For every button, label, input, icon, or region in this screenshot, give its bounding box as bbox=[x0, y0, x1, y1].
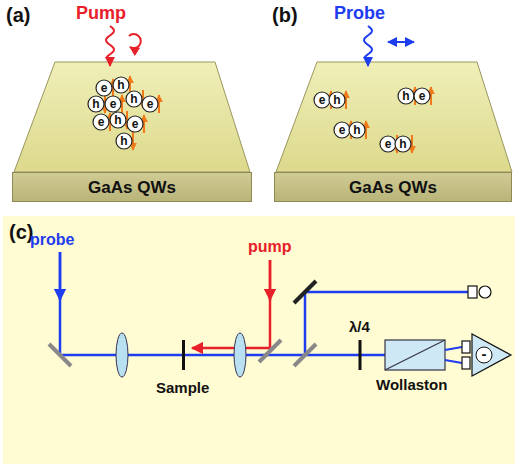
prism-interface bbox=[385, 340, 445, 370]
reference-beam bbox=[305, 291, 468, 294]
carrier-letter: e bbox=[419, 90, 426, 102]
part-name: λ/4 bbox=[349, 319, 370, 336]
pump-beam bbox=[192, 347, 270, 350]
carrier-circle: h bbox=[348, 121, 366, 139]
carrier-letter: e bbox=[110, 98, 117, 110]
part-name: Sample bbox=[156, 380, 209, 397]
carrier-letter: h bbox=[333, 94, 340, 106]
subtractor bbox=[476, 347, 492, 363]
split-beam bbox=[445, 347, 462, 350]
wave-head bbox=[367, 58, 369, 66]
carrier-circle: e bbox=[379, 135, 397, 153]
carrier-circle: h bbox=[397, 87, 415, 105]
carrier-letter: h bbox=[92, 98, 99, 110]
light-wave bbox=[106, 26, 114, 58]
linear-polarization bbox=[388, 41, 414, 43]
circular-polarization bbox=[129, 34, 141, 48]
carrier-letter: e bbox=[385, 138, 392, 150]
photodiode bbox=[462, 357, 470, 369]
panel-ground bbox=[3, 216, 515, 464]
carrier-circle: e bbox=[95, 79, 113, 97]
split-beam bbox=[445, 360, 462, 363]
carrier-letter: e bbox=[98, 116, 105, 128]
carrier-circle: h bbox=[115, 132, 133, 150]
layer-label: GaAs QWs bbox=[349, 179, 437, 196]
wollaston-prism bbox=[385, 340, 445, 370]
carrier-circle: e bbox=[126, 115, 144, 133]
carrier-circle: e bbox=[333, 121, 351, 139]
beam-name: Pump bbox=[76, 4, 126, 24]
operator-sign: - bbox=[478, 346, 490, 363]
reference-detector bbox=[468, 286, 477, 298]
carrier-letter: e bbox=[101, 82, 108, 94]
sample-surface bbox=[14, 62, 250, 172]
mirror bbox=[49, 344, 71, 366]
beam-name: probe bbox=[30, 231, 74, 249]
carrier-circle: h bbox=[394, 135, 412, 153]
carrier-circle: h bbox=[112, 76, 130, 94]
probe-beam bbox=[60, 354, 385, 357]
light-wave bbox=[364, 26, 372, 58]
part-name: Wollaston bbox=[376, 377, 447, 394]
carrier-circle: e bbox=[413, 87, 431, 105]
carrier-circle: h bbox=[125, 90, 143, 108]
panel-letter: (c) bbox=[9, 222, 33, 242]
carrier-circle: e bbox=[313, 91, 331, 109]
carrier-circle: h bbox=[328, 91, 346, 109]
carrier-circle: e bbox=[92, 113, 110, 131]
beam-name: pump bbox=[248, 238, 292, 256]
balanced-amplifier bbox=[472, 334, 511, 376]
quarter-wave-plate bbox=[359, 340, 362, 370]
layer-band: GaAs QWs bbox=[274, 172, 512, 202]
mirror bbox=[294, 281, 316, 303]
carrier-letter: e bbox=[319, 94, 326, 106]
probe-beam-arrow bbox=[59, 252, 62, 300]
beam-splitter bbox=[294, 344, 316, 366]
carrier-letter: h bbox=[117, 79, 124, 91]
panel-letter: (a) bbox=[6, 4, 30, 26]
carrier-letter: h bbox=[114, 114, 121, 126]
carrier-circle: e bbox=[104, 95, 122, 113]
lens bbox=[234, 333, 246, 377]
layer-band: GaAs QWs bbox=[12, 172, 252, 202]
pump-beam-arrow bbox=[269, 260, 272, 300]
wave-head bbox=[109, 58, 111, 66]
carrier-letter: h bbox=[402, 90, 409, 102]
reference-detector bbox=[479, 286, 491, 298]
carrier-circle: h bbox=[87, 95, 105, 113]
sample bbox=[182, 340, 185, 370]
lens bbox=[116, 333, 128, 377]
carrier-circle: h bbox=[109, 111, 127, 129]
sample-surface bbox=[276, 62, 512, 172]
carrier-circle: e bbox=[141, 95, 159, 113]
layer-label: GaAs QWs bbox=[88, 179, 176, 196]
pump-beam bbox=[269, 260, 272, 348]
probe-beam bbox=[59, 252, 62, 355]
carrier-letter: h bbox=[130, 93, 137, 105]
beam-name: Probe bbox=[334, 4, 385, 24]
panel-letter: (b) bbox=[272, 4, 298, 26]
carrier-letter: h bbox=[120, 135, 127, 147]
carrier-letter: h bbox=[399, 138, 406, 150]
carrier-letter: e bbox=[147, 98, 154, 110]
photodiode bbox=[462, 341, 470, 353]
reference-beam bbox=[304, 292, 307, 355]
carrier-letter: h bbox=[353, 124, 360, 136]
dichroic-mirror bbox=[259, 340, 281, 362]
carrier-letter: e bbox=[339, 124, 346, 136]
carrier-letter: e bbox=[132, 118, 139, 130]
